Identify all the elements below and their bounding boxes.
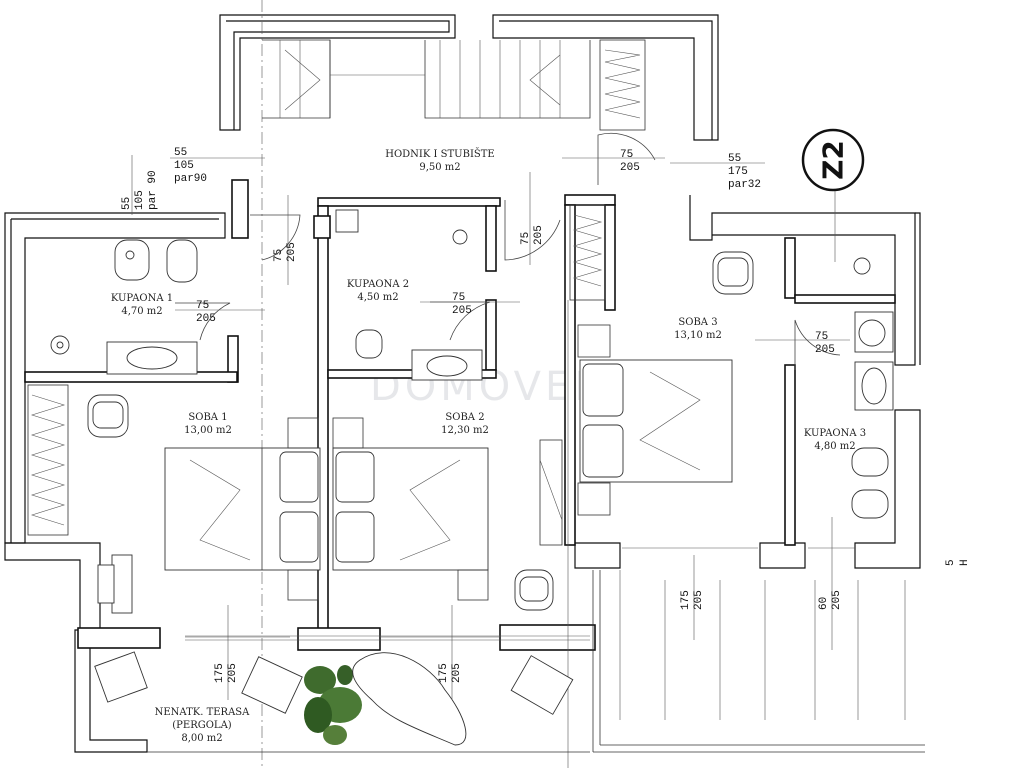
walls: [4, 0, 925, 768]
dim-window-vert-h: 105: [134, 190, 146, 210]
dim-door-kup1-w: 75: [196, 300, 209, 312]
sink-kup3: [853, 257, 871, 275]
lounger-right: [510, 655, 574, 715]
dim-door-kup1-h: 205: [196, 313, 216, 325]
room-labels: HODNIK I STUBIŠTE 9,50 m2 KUPAONA 1 4,70…: [111, 148, 866, 744]
toilet-kup1: [166, 239, 198, 283]
dim-door-kup2-w: 75: [452, 292, 465, 304]
dimension-labels: 55 105 par90 55 105 par 90 55 175 par32 …: [121, 147, 971, 683]
side-mark-a: 5: [945, 559, 957, 566]
armchair-soba3: [712, 251, 754, 295]
armchair-soba2: [514, 569, 554, 611]
plan-label: Z2: [801, 128, 865, 192]
room-area-hodnik: 9,50 m2: [419, 162, 460, 173]
chimney-marker: [335, 209, 359, 233]
room-name-kupaona3: KUPAONA 3: [804, 428, 866, 439]
dim-door-hodnik-right-h: 205: [620, 162, 640, 174]
dim-window-right-w: 55: [728, 153, 741, 165]
bathroom-fixtures: [50, 209, 894, 519]
dimension-lines: [131, 155, 850, 700]
dim-door-soba2-terrace-h: 205: [451, 663, 463, 683]
dim-window-right-h: 175: [728, 166, 748, 178]
dim-door-hodnik-right-w: 75: [620, 149, 633, 161]
dim-window-left-h: 105: [174, 160, 194, 172]
dim-door-soba2-terrace-w: 175: [438, 663, 450, 683]
armchair-soba1: [87, 394, 129, 438]
dim-door-kup1-entry-w: 75: [273, 249, 285, 262]
dim-door-soba1-terrace-w: 175: [214, 663, 226, 683]
dim-window-right-par: par32: [728, 179, 761, 191]
staircase: [262, 39, 591, 119]
room-area-kupaona2: 4,50 m2: [357, 292, 398, 303]
dim-door-kup2-h: 205: [452, 305, 472, 317]
dim-door-hodnik-mid-w: 75: [520, 232, 532, 245]
desk-soba1: [111, 554, 133, 614]
dim-window-vert-par: par 90: [147, 170, 159, 210]
dim-door-kup3-h: 205: [815, 344, 835, 356]
room-area-soba1: 13,00 m2: [184, 425, 232, 436]
plan-label-text: Z2: [817, 140, 850, 180]
room-area-soba3: 13,10 m2: [674, 330, 722, 341]
dim-door-kup1-entry-h: 205: [286, 242, 298, 262]
dim-door-soba3-terrace-w: 175: [680, 590, 692, 610]
dim-window-left-w: 55: [174, 147, 187, 159]
dim-window-kup3-w: 60: [818, 597, 830, 610]
room-name-soba1: SOBA 1: [188, 412, 227, 423]
lounger-mid: [241, 656, 303, 714]
room-name-soba2: SOBA 2: [445, 412, 484, 423]
bidet-kup1: [114, 239, 150, 281]
doors: [175, 132, 855, 638]
dim-door-hodnik-mid-h: 205: [533, 225, 545, 245]
dim-window-left-par: par90: [174, 173, 207, 185]
room-name-hodnik: HODNIK I STUBIŠTE: [385, 148, 494, 160]
dim-door-kup3-w: 75: [815, 331, 828, 343]
room-name-kupaona2: KUPAONA 2: [347, 279, 409, 290]
room-area-soba2: 12,30 m2: [441, 425, 489, 436]
room-area-kupaona3: 4,80 m2: [814, 441, 855, 452]
dim-door-soba1-terrace-h: 205: [227, 663, 239, 683]
side-mark-b: H: [959, 559, 971, 566]
plant-icon: [304, 665, 362, 745]
furniture: [87, 251, 754, 746]
room-name-kupaona1: KUPAONA 1: [111, 293, 173, 304]
dim-window-kup3-h: 205: [831, 590, 843, 610]
rug: [352, 652, 467, 746]
dim-window-vert-w: 55: [121, 197, 133, 210]
wardrobes: [27, 39, 646, 546]
room-subname-terasa: (PERGOLA): [172, 720, 232, 731]
room-name-terasa: NENATK. TERASA: [155, 707, 251, 718]
sink-kup2: [452, 229, 468, 245]
room-area-terasa: 8,00 m2: [181, 733, 222, 744]
room-name-soba3: SOBA 3: [678, 317, 717, 328]
room-area-kupaona1: 4,70 m2: [121, 306, 162, 317]
toilet-kup2: [355, 329, 383, 359]
toilet-kup3: [851, 447, 889, 477]
bidet-kup3: [851, 489, 889, 519]
lounger-left: [94, 651, 148, 703]
dim-door-soba3-terrace-h: 205: [693, 590, 705, 610]
